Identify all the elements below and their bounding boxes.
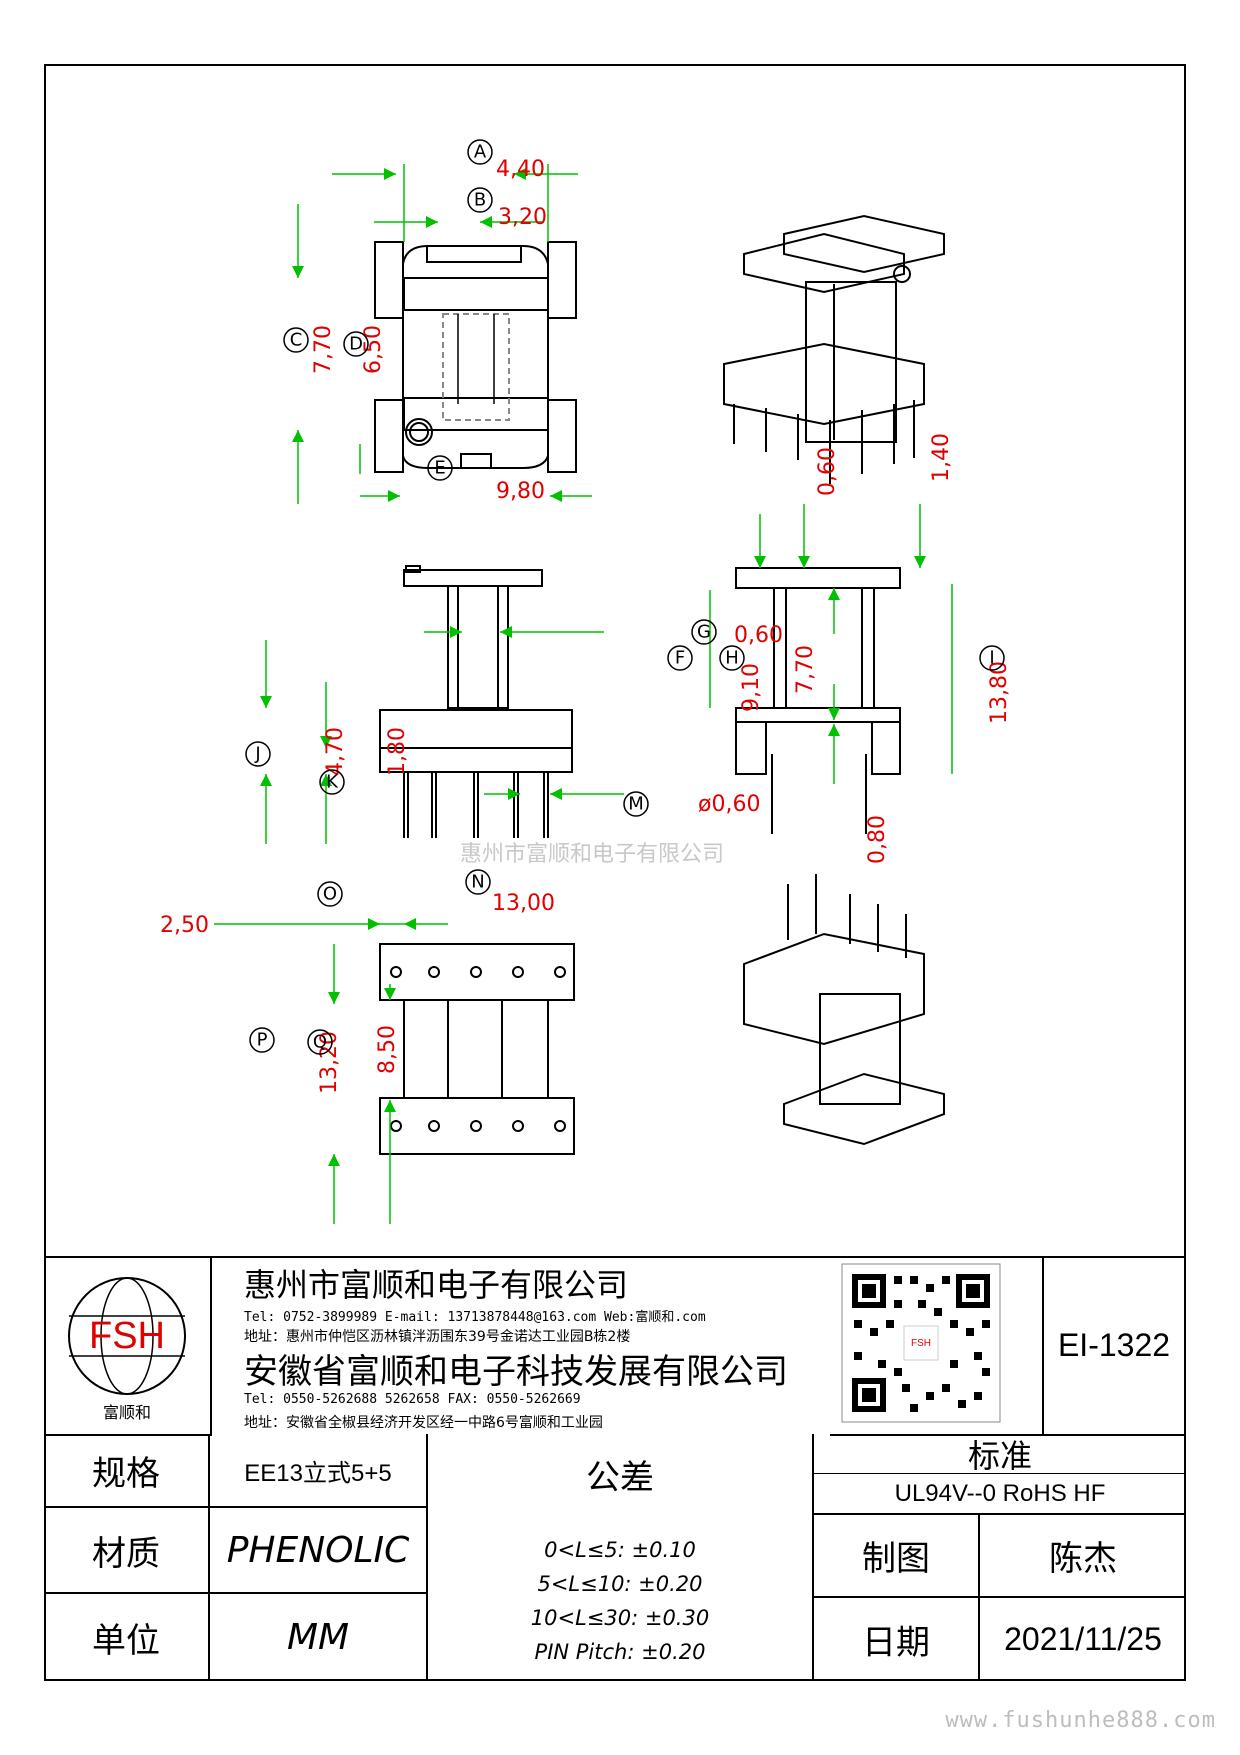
bottom-view-dims <box>214 918 448 1224</box>
dim-k-value: 1,80 <box>385 727 410 776</box>
dim-top-right-a: 0,60 <box>815 447 840 496</box>
dim-n-value: 13,00 <box>492 891 555 916</box>
watermark-text: 惠州市富顺和电子有限公司 <box>460 842 725 867</box>
callout-j: J <box>245 741 271 767</box>
drawing-sheet-border <box>44 64 1186 1681</box>
dim-top-right-b: 1,40 <box>929 433 954 482</box>
svg-text:D: D <box>349 334 363 355</box>
company2-address: 地址：安徽省全椒县经济开发区经一中路6号富顺和工业园 <box>244 1415 603 1431</box>
qr-code: FSH <box>830 1256 1044 1436</box>
callout-g: G <box>691 619 717 645</box>
side-view <box>735 567 901 834</box>
callout-o: O <box>317 881 343 907</box>
dim-d-value: 6,50 <box>361 325 386 374</box>
dim-h-value: 7,70 <box>793 645 818 694</box>
company2-name: 安徽省富顺和电子科技发展有限公司 <box>244 1352 788 1392</box>
spec-value: EE13立式5+5 <box>210 1434 428 1508</box>
front-view-dims <box>260 626 624 844</box>
tolerance-line-1: 0<L≤5: ±0.10 <box>544 1538 696 1562</box>
dim-a-value: 4,40 <box>496 157 545 182</box>
svg-text:J: J <box>254 744 260 765</box>
top-view-dims <box>292 164 592 504</box>
material-value: PHENOLIC <box>210 1508 428 1594</box>
dim-c-value: 7,70 <box>311 325 336 374</box>
standard-value: UL94V--0 RoHS HF <box>814 1474 1186 1515</box>
svg-text:O: O <box>323 884 337 905</box>
svg-text:N: N <box>471 872 484 893</box>
standard-label: 标准 <box>814 1434 1186 1475</box>
company2-contact: Tel: 0550-5262688 5262658 FAX: 0550-5262… <box>244 1392 581 1407</box>
dim-q-value: 8,50 <box>375 1025 400 1074</box>
callout-h: H <box>719 645 745 671</box>
part-number: EI-1322 <box>1042 1256 1186 1436</box>
callout-m: M <box>623 791 649 817</box>
company1-name: 惠州市富顺和电子有限公司 <box>244 1266 629 1304</box>
callout-f: F <box>667 645 693 671</box>
tolerance-line-2: 5<L≤10: ±0.20 <box>537 1572 703 1596</box>
front-view <box>379 565 573 838</box>
iso-view-bottom <box>743 874 945 1146</box>
qr-logo-letters: FSH <box>911 1338 931 1349</box>
dim-f-value: 9,10 <box>739 663 764 712</box>
dim-i-value: 13,80 <box>987 661 1012 724</box>
svg-text:C: C <box>290 330 303 351</box>
unit-value: MM <box>210 1594 428 1681</box>
svg-text:E: E <box>434 458 445 479</box>
company-logo: FSH 富顺和 <box>44 1256 212 1436</box>
dim-o-value: 2,50 <box>160 913 209 938</box>
dim-p-value: 13,20 <box>317 1031 342 1094</box>
drawn-by-value: 陈杰 <box>980 1515 1186 1598</box>
dim-b-value: 3,20 <box>498 205 547 230</box>
spec-label: 规格 <box>44 1434 210 1508</box>
callout-k: K <box>319 769 345 795</box>
callout-i: I <box>979 645 1005 671</box>
iso-view-top <box>723 214 945 484</box>
callout-a: A <box>467 139 493 165</box>
dim-m-value: ø0,60 <box>698 792 760 817</box>
callout-q: Q <box>307 1029 333 1055</box>
logo-caption: 富顺和 <box>103 1403 151 1422</box>
footer-url: www.fushunhe888.com <box>945 1708 1216 1733</box>
company1-address: 地址：惠州市仲恺区沥林镇泮沥围东39号金诺达工业园B栋2楼 <box>244 1329 631 1345</box>
logo-letters: FSH <box>89 1315 165 1357</box>
svg-text:K: K <box>326 772 339 793</box>
svg-text:M: M <box>628 794 644 815</box>
dim-bottom-right: 0,80 <box>865 815 890 864</box>
svg-text:Q: Q <box>313 1032 327 1053</box>
callout-d: D <box>343 331 369 357</box>
tolerance-title: 公差 <box>586 1458 654 1498</box>
date-label: 日期 <box>814 1598 980 1681</box>
tolerance-line-3: 10<L≤30: ±0.30 <box>530 1606 710 1630</box>
svg-text:H: H <box>725 648 739 669</box>
drawn-by-label: 制图 <box>814 1515 980 1598</box>
svg-text:B: B <box>474 190 486 211</box>
company1-contact: Tel: 0752-3899989 E-mail: 13713878448@16… <box>244 1310 706 1325</box>
svg-text:P: P <box>257 1030 268 1051</box>
callout-c: C <box>283 327 309 353</box>
dim-j-value: 4,70 <box>323 727 348 776</box>
tolerance-line-4: PIN Pitch: ±0.20 <box>534 1640 706 1664</box>
technical-drawing: 4,40 3,20 7,70 6,50 9,80 0,60 1,40 0,60 … <box>160 139 1012 1224</box>
svg-text:F: F <box>675 648 685 669</box>
callout-b: B <box>467 187 493 213</box>
tolerance-block: 公差 0<L≤5: ±0.10 5<L≤10: ±0.20 10<L≤30: ±… <box>428 1434 814 1681</box>
svg-text:I: I <box>989 648 994 669</box>
dim-e-value: 9,80 <box>496 479 545 504</box>
date-value: 2021/11/25 <box>1004 1621 1162 1657</box>
company-info: 惠州市富顺和电子有限公司 Tel: 0752-3899989 E-mail: 1… <box>210 1256 830 1434</box>
callout-p: P <box>249 1027 275 1053</box>
svg-text:A: A <box>474 142 487 163</box>
bottom-view <box>379 943 575 1155</box>
svg-text:G: G <box>697 622 711 643</box>
side-view-dims <box>709 504 953 784</box>
unit-label: 单位 <box>44 1594 210 1681</box>
callout-e: E <box>427 455 453 481</box>
dim-g-value: 0,60 <box>734 623 783 648</box>
top-view <box>374 241 577 473</box>
material-label: 材质 <box>44 1508 210 1594</box>
title-block: FSH 富顺和 惠州市富顺和电子有限公司 Tel: 0752-3899989 E… <box>44 1256 1186 1681</box>
callout-n: N <box>465 869 491 895</box>
